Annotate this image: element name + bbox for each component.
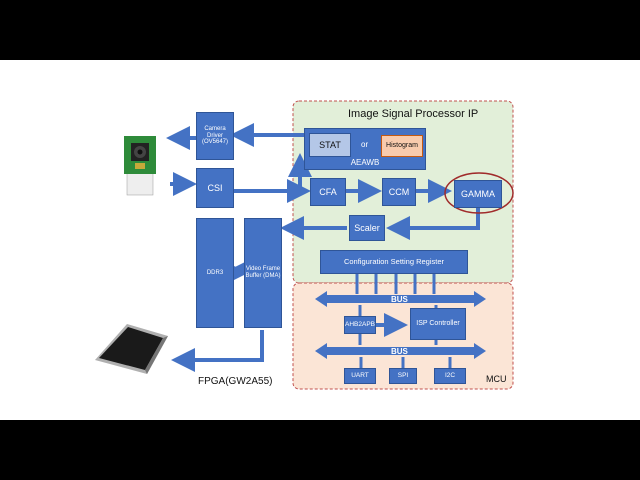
uart-block: UART (344, 368, 376, 384)
stat-block: STAT (309, 133, 351, 157)
ddr3-block: DDR3 (196, 218, 234, 328)
bus-bottom-arrow (315, 343, 486, 359)
arrow-csi-to-aeawb (234, 153, 312, 193)
ccm-block: CCM (382, 178, 416, 206)
camera-module-icon (124, 136, 156, 196)
csi-block: CSI (196, 168, 234, 208)
slide: Image Signal Processor IP Camera Driver … (0, 60, 640, 420)
cfa-block: CFA (310, 178, 346, 206)
bus-top-arrow (315, 291, 486, 307)
histogram-block: Histogram (381, 135, 423, 157)
aeawb-label: AEAWB (350, 157, 380, 167)
isp-title: Image Signal Processor IP (348, 108, 479, 120)
fpga-label: FPGA(GW2A55) (198, 376, 273, 387)
gamma-highlight-ring (444, 172, 514, 214)
ahb2apb-block: AHB2APB (344, 316, 376, 334)
config-register-block: Configuration Setting Register (320, 250, 468, 274)
gamma-block: GAMMA (454, 180, 502, 208)
lcd-panel-icon (95, 324, 168, 374)
diagram-canvas (95, 100, 514, 390)
scaler-block: Scaler (349, 215, 385, 241)
i2c-block: I2C (434, 368, 466, 384)
bus-top-label: BUS (391, 295, 408, 304)
arrow-vfb-to-lcd (171, 330, 264, 372)
video-frame-buffer-block: Video Frame Buffer (DMA) (244, 218, 282, 328)
bus-bottom-label: BUS (391, 347, 408, 356)
or-label: or (361, 140, 369, 149)
camera-driver-block: Camera Driver (OV5647) (196, 112, 234, 160)
spi-block: SPI (389, 368, 417, 384)
mcu-label: MCU (486, 374, 507, 384)
isp-controller-block: ISP Controller (410, 308, 466, 340)
arrow-gamma-to-scaler (386, 208, 480, 240)
